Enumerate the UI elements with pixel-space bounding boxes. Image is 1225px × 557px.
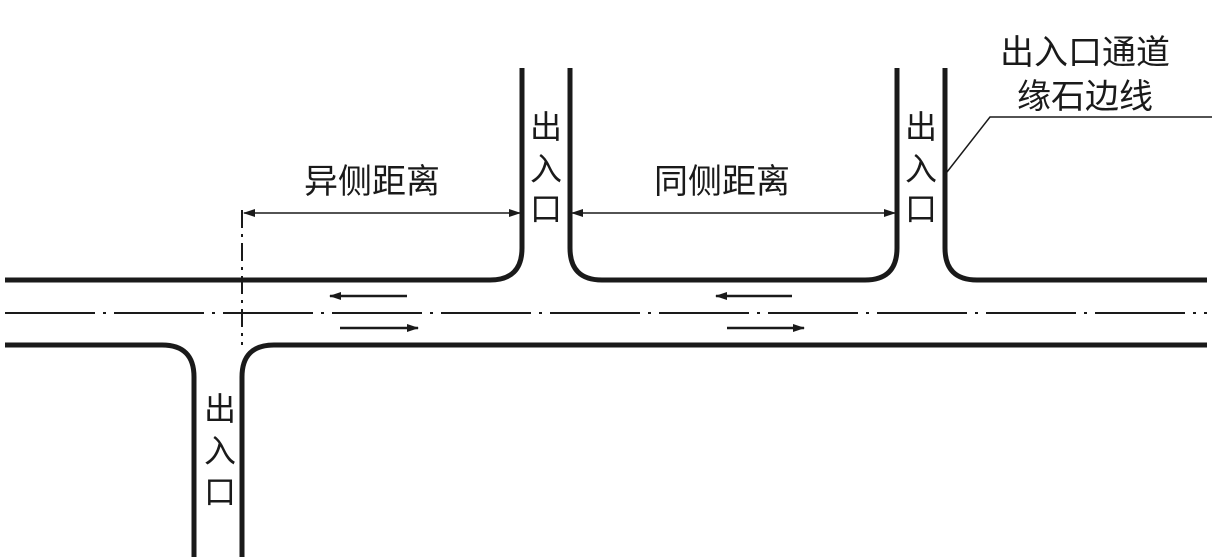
entrance-label-char: 出: [530, 108, 562, 146]
main-road-top-curb-left: [5, 68, 525, 283]
curb-line-label-line1: 出入口通道: [1000, 33, 1170, 73]
entrance-label-char: 口: [905, 190, 937, 228]
entrance-label-top-right: 出 入 口: [905, 108, 937, 228]
curb-line-leader: [946, 116, 1212, 173]
entrance-label-char: 口: [530, 190, 562, 228]
opposite-side-distance-label: 异侧距离: [304, 162, 440, 202]
entrance-label-char: 出: [204, 390, 236, 428]
entrance-label-bottom: 出 入 口: [204, 390, 236, 511]
entrance-label-char: 口: [204, 473, 236, 511]
main-road-top-curb-middle: [567, 68, 900, 283]
same-side-distance-label: 同侧距离: [654, 162, 790, 202]
curb-line-label-line2: 缘石边线: [1017, 77, 1153, 117]
main-road-bottom-curb-right: [239, 342, 1207, 557]
main-road-top-curb-right: [942, 68, 1207, 283]
entrance-label-top-left: 出 入 口: [530, 108, 562, 228]
main-road-bottom-curb-left: [5, 342, 197, 557]
entrance-label-char: 入: [905, 150, 937, 188]
entrance-label-char: 入: [530, 150, 562, 188]
entrance-label-char: 入: [204, 432, 236, 470]
entrance-label-char: 出: [905, 108, 937, 146]
